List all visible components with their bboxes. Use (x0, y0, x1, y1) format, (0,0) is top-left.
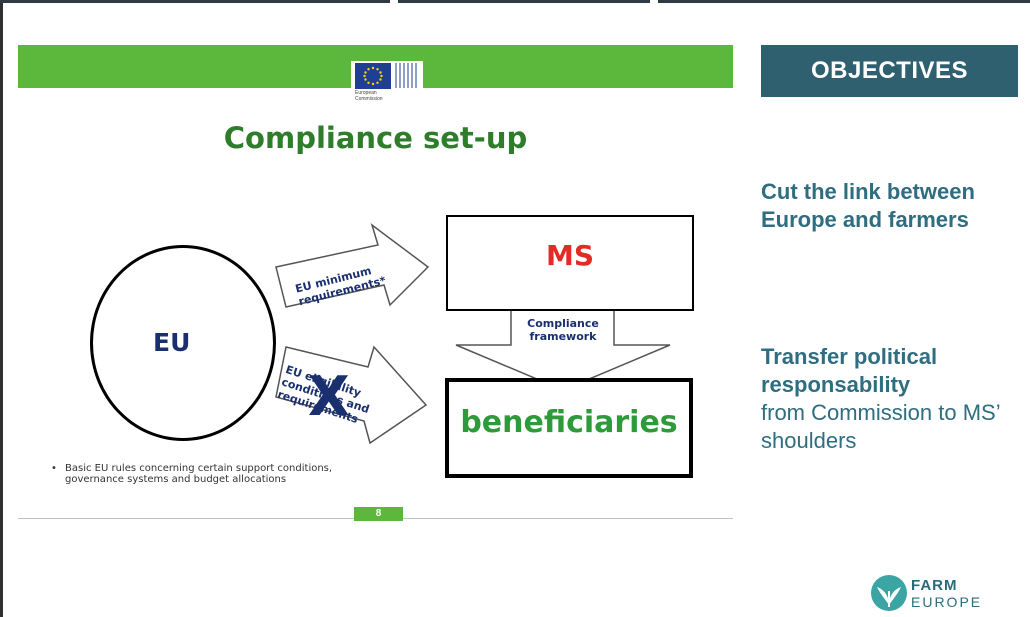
beneficiaries-label: beneficiaries (460, 405, 678, 440)
beneficiaries-box (445, 378, 693, 478)
farm-europe-logo: FARM EUROPE (871, 575, 1021, 617)
compliance-text-line: framework (529, 330, 597, 343)
diagram-arrows (275, 223, 671, 445)
footnote-bullet: • (51, 463, 57, 474)
arrow-compliance-down (455, 306, 671, 391)
objective-item-2-bold: Transfer political responsability (761, 344, 938, 397)
commission-building-icon (395, 63, 417, 88)
arrow-eu-minimum (275, 223, 430, 308)
eu-flag-icon (355, 63, 391, 89)
logo-text-line: European (355, 90, 377, 96)
eu-label: EU (153, 328, 191, 357)
eu-circle (90, 245, 276, 441)
objective-item-2-normal: from Commission to MS’ shoulders (761, 400, 1000, 453)
slide-page-number: 8 (354, 507, 403, 521)
farm-logo-line2: EUROPE (911, 594, 983, 610)
slide-title: Compliance set-up (223, 121, 528, 155)
european-commission-logo: European Commission (351, 61, 423, 103)
objective-item-1: Cut the link between Europe and farmers (761, 179, 975, 232)
footnote-text: Basic EU rules concerning certain suppor… (65, 463, 333, 485)
ms-box (446, 215, 694, 311)
compliance-framework-label: Compliance framework (508, 317, 618, 343)
commission-logo-text: European Commission (355, 90, 415, 102)
objective-item-2: Transfer political responsability from C… (761, 343, 1021, 455)
objectives-banner (761, 45, 1018, 97)
ms-label: MS (545, 239, 595, 272)
frame-top-border (658, 0, 1030, 3)
slide-footnote: • Basic EU rules concerning certain supp… (51, 463, 351, 485)
compliance-text-line: Compliance (527, 317, 599, 330)
cross-mark-icon: X (308, 365, 350, 428)
embedded-slide: European Commission Compliance set-up EU… (18, 45, 733, 523)
farm-europe-leaf-icon (871, 575, 907, 611)
arrow-eu-eligibility (275, 345, 428, 445)
frame-top-border (0, 0, 390, 3)
farm-logo-line1: FARM (911, 577, 958, 594)
logo-text-line: Commission (355, 96, 383, 102)
objectives-heading: OBJECTIVES (810, 57, 969, 84)
frame-left-border (0, 0, 3, 617)
frame-top-border (398, 0, 650, 3)
